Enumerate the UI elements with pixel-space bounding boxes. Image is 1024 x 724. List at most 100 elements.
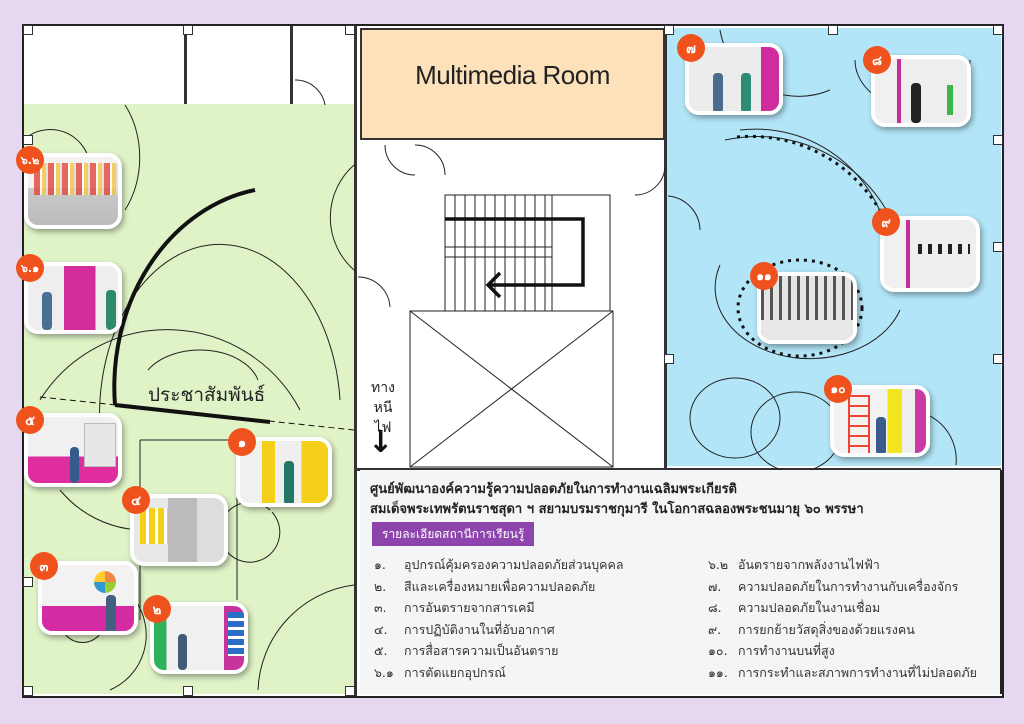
list-item[interactable]: ๖.๑การตัดแยกอุปกรณ์ [374, 662, 624, 684]
legend-panel: ศูนย์พัฒนาองค์ความรู้ความปลอดภัยในการทำง… [360, 470, 1004, 694]
elevator-cross [409, 310, 614, 468]
list-item[interactable]: ๖.๒ อันตรายจากพลังงานไฟฟ้า [708, 554, 977, 576]
station-10[interactable] [830, 385, 930, 457]
door-swing [357, 276, 391, 308]
list-item-number: ๔. [374, 621, 388, 637]
list-item-label: การสื่อสารความเป็นอันตราย [404, 643, 559, 658]
station-image [875, 59, 967, 123]
person-figure [178, 634, 187, 670]
list-item-label: การปฏิบัติงานในที่อับอากาศ [404, 621, 555, 637]
pillar [183, 25, 193, 35]
arc [689, 377, 781, 459]
arc [39, 329, 301, 411]
display-graphic [918, 244, 970, 254]
list-item[interactable]: ๒.สีและเครื่องหมายเพื่อความปลอดภัย [374, 576, 624, 598]
list-item[interactable]: ๑.อุปกรณ์คุ้มครองความปลอดภัยส่วนบุคคล [374, 554, 624, 576]
list-item[interactable]: ๑๐. การทำงานบนที่สูง [708, 640, 977, 662]
list-item[interactable]: ๙.การยกย้ายวัสดุสิ่งของด้วยแรงคน [708, 619, 977, 641]
arc [739, 128, 891, 251]
pillar [993, 242, 1003, 252]
arc [109, 599, 147, 691]
list-item-number: ๖.๑ [374, 664, 394, 680]
staircase [444, 194, 611, 312]
legend-title-line1: ศูนย์พัฒนาองค์ความรู้ความปลอดภัยในการทำง… [370, 482, 737, 497]
arc [724, 135, 906, 261]
list-item[interactable]: ๑๑. การกระทำและสภาพการทำงานที่ไม่ปลอดภัย [708, 662, 977, 684]
list-item-label: การยกย้ายวัสดุสิ่งของด้วยแรงคน [738, 621, 915, 637]
door-swing [634, 166, 666, 196]
station-details-button[interactable]: รายละเอียดสถานีการเรียนรู้ [372, 522, 535, 546]
storage-room-2 [187, 26, 293, 107]
list-item-number: ๖.๒ [708, 557, 729, 572]
arc [99, 243, 341, 431]
stair-direction-arrow [445, 217, 585, 287]
wall [356, 468, 1001, 471]
list-item[interactable]: ๗.ความปลอดภัยในการทำงานกับเครื่องจักร [708, 576, 977, 598]
list-item-number: ๒. [374, 578, 387, 594]
sign-board [228, 612, 244, 656]
station-6-1[interactable] [24, 262, 122, 334]
list-item[interactable]: ๔. การปฏิบัติงานในที่อับอากาศ [374, 619, 624, 641]
pillar [183, 686, 193, 696]
door-swing [414, 144, 446, 176]
person-figure [741, 73, 751, 111]
pillar [345, 25, 355, 35]
wall [664, 26, 667, 470]
list-item[interactable]: ๕.การสื่อสารความเป็นอันตราย [374, 640, 624, 662]
dashed-line [39, 396, 355, 431]
station-badge: ๖.๒ [16, 146, 44, 174]
person-figure [70, 447, 79, 483]
multimedia-room-label: Multimedia Room [415, 60, 610, 90]
list-item[interactable]: ๘.ความปลอดภัยในงานเชื่อม [708, 597, 977, 619]
door-swing [294, 79, 326, 106]
arc [124, 104, 141, 211]
panel-graphic [34, 163, 118, 195]
guide-track [736, 258, 864, 358]
fire-exit-label-line1: ทาง [371, 380, 395, 396]
arc [750, 391, 842, 473]
station-badge: ๒ [143, 595, 171, 623]
person-figure [42, 292, 52, 330]
station-9[interactable] [880, 216, 980, 292]
arc [257, 584, 355, 691]
list-item-label: การกระทำและสภาพการทำงานที่ไม่ปลอดภัย [738, 664, 977, 680]
ladder-graphic [848, 395, 870, 453]
station-badge: ๗ [677, 34, 705, 62]
list-item[interactable]: ๓.การอันตรายจากสารเคมี [374, 597, 624, 619]
person-figure [106, 290, 116, 330]
station-image [884, 220, 976, 288]
list-item-label: ความปลอดภัยในการทำงานกับเครื่องจักร [738, 578, 959, 594]
pillar [23, 686, 33, 696]
chart-graphic [94, 571, 116, 593]
station-6-2[interactable] [24, 153, 122, 229]
legend-title-line2: สมเด็จพระเทพรัตนราชสุดา ฯ สยามบรมราชกุมา… [370, 502, 864, 517]
stair-arrow-head [485, 271, 502, 299]
guide-track [736, 134, 886, 219]
station-badge: ๘ [863, 46, 891, 74]
fire-exit-label: ทาง หนีไฟ [366, 378, 400, 438]
pillar [23, 577, 33, 587]
station-list-right: ๖.๒ อันตรายจากพลังงานไฟฟ้า ๗.ความปลอดภัยใ… [708, 554, 977, 683]
list-item-label: การอันตรายจากสารเคมี [404, 600, 535, 615]
list-item-label: อุปกรณ์คุ้มครองความปลอดภัยส่วนบุคคล [404, 557, 624, 572]
list-item-label: อันตรายจากพลังงานไฟฟ้า [738, 557, 880, 572]
door-swing [384, 144, 416, 176]
station-7[interactable] [685, 43, 783, 115]
station-badge: ๕ [16, 406, 44, 434]
legend-title: ศูนย์พัฒนาองค์ความรู้ความปลอดภัยในการทำง… [370, 480, 864, 520]
station-badge: ๑๐ [824, 375, 852, 403]
list-item-number: ๑๐. [708, 643, 728, 658]
station-badge: ๔ [122, 486, 150, 514]
list-item-number: ๑๑. [708, 664, 728, 680]
arc [329, 164, 355, 271]
wall [354, 26, 357, 696]
station-badge: ๖.๑ [16, 254, 44, 282]
station-image [689, 47, 779, 111]
pillar [828, 25, 838, 35]
poster-graphic [140, 508, 168, 544]
pillar [993, 25, 1003, 35]
pillar [993, 135, 1003, 145]
list-item-label: การทำงานบนที่สูง [738, 643, 835, 658]
person-figure [284, 461, 294, 503]
pillar [23, 135, 33, 145]
